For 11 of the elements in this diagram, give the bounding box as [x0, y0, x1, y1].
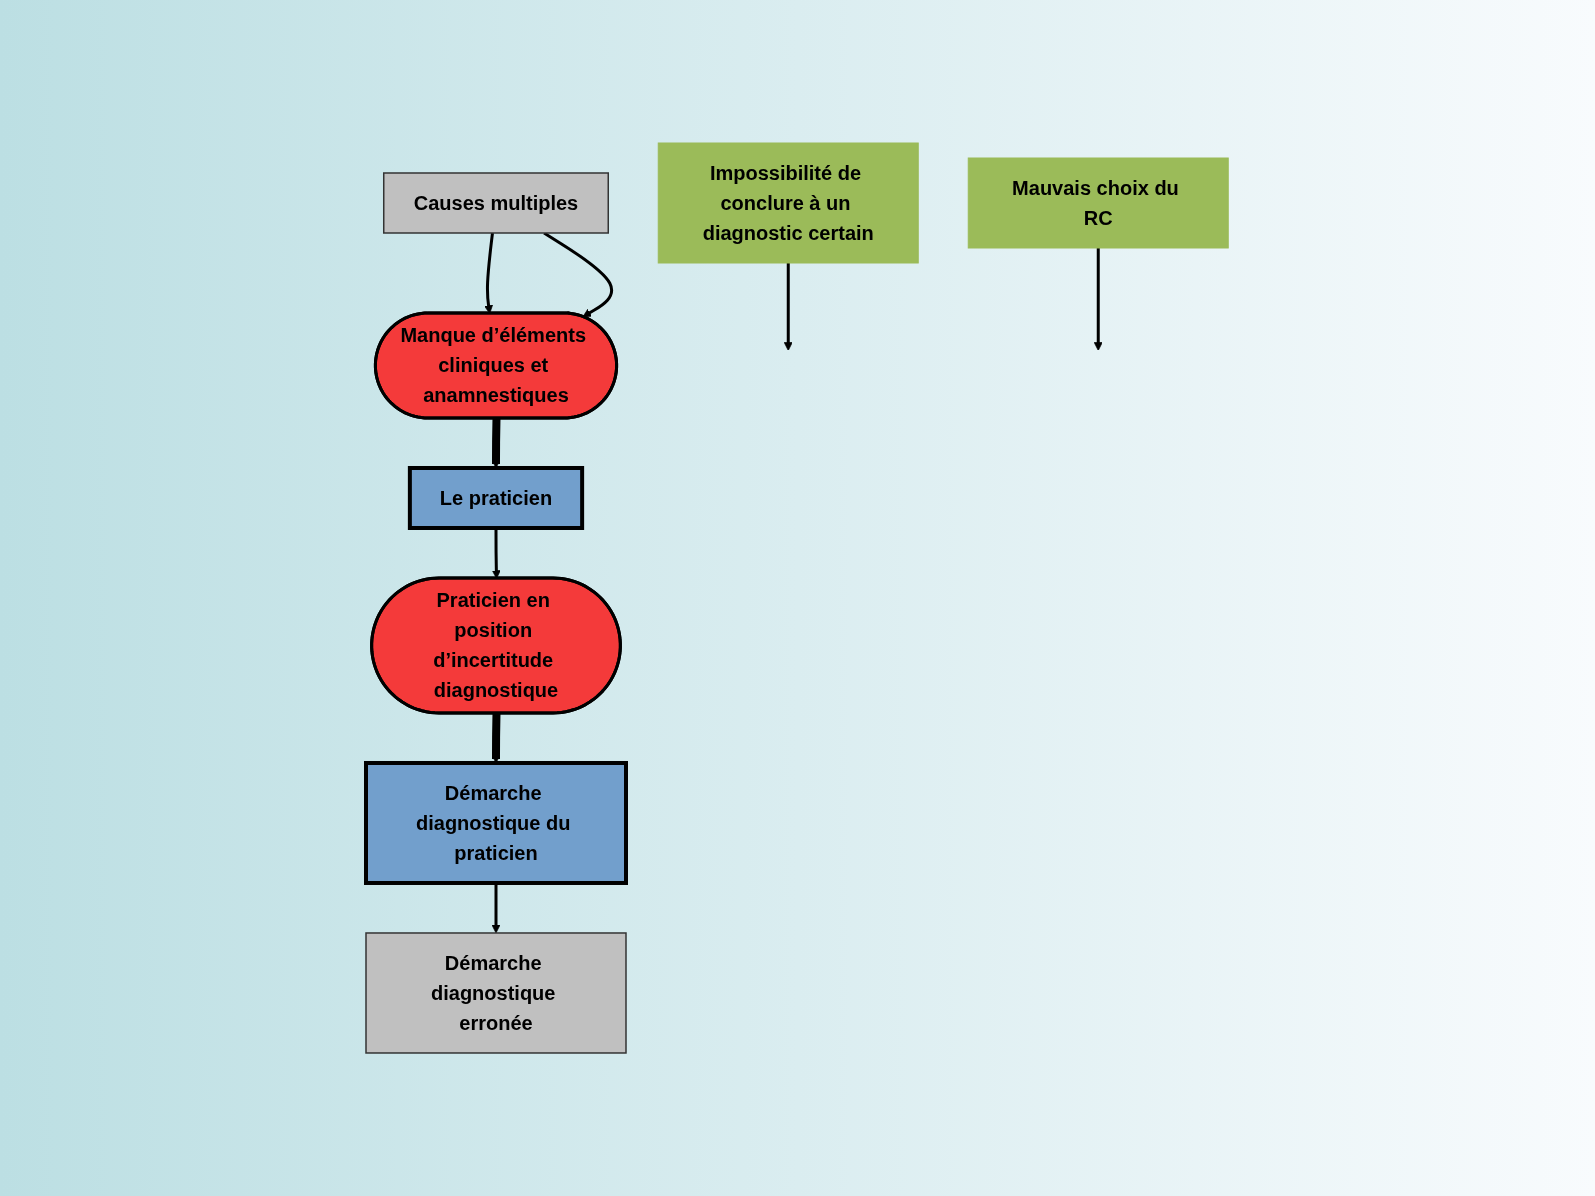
arrow — [492, 418, 501, 469]
node-box: Causes multiples — [383, 172, 610, 234]
arrow — [492, 883, 501, 934]
node-box: Le praticien — [408, 466, 585, 530]
node-box: Démarche diagnostique du praticien — [364, 761, 629, 885]
node-box: Démarche diagnostique erronée — [365, 932, 628, 1054]
arrow — [484, 232, 495, 314]
node-box: Mauvais choix du RC — [968, 157, 1230, 249]
arrow — [1094, 248, 1103, 351]
node-box: Impossibilité de conclure à un diagnostic certain — [658, 142, 920, 264]
arrow — [784, 263, 794, 351]
